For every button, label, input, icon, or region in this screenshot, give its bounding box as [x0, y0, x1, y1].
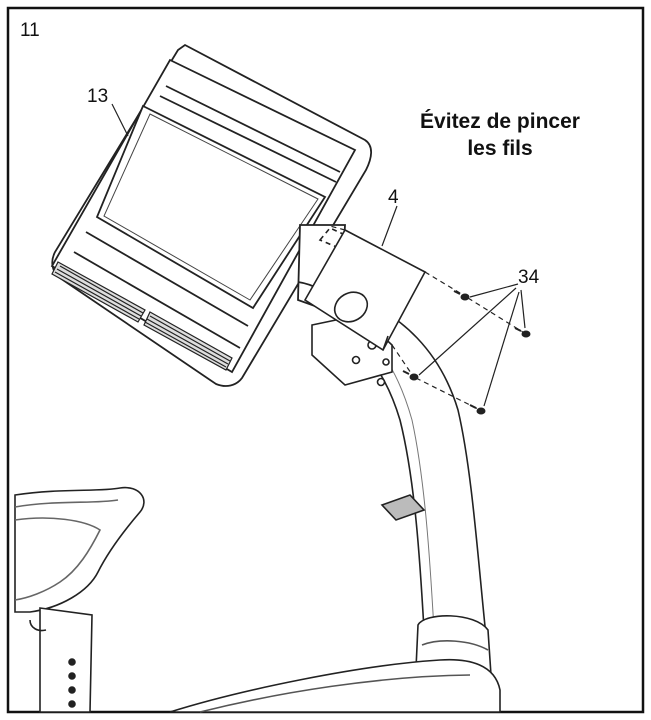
screw-icon [514, 327, 531, 338]
warning-line-2: les fils [467, 137, 532, 160]
callout-13: 13 [87, 86, 108, 107]
upright-post [169, 299, 501, 713]
screw-icon [469, 404, 486, 415]
screws [402, 290, 531, 415]
seat [14, 486, 145, 713]
leader-lines [111, 103, 526, 407]
screw-icon [402, 370, 419, 381]
bracket [303, 227, 427, 352]
callout-4: 4 [388, 187, 399, 208]
console [50, 43, 373, 387]
speaker-grill [51, 261, 233, 371]
warning-line-1: Évitez de pincer [420, 110, 580, 133]
callout-34: 34 [518, 267, 540, 288]
step-number: 11 [20, 20, 40, 41]
screw-icon [453, 290, 470, 301]
